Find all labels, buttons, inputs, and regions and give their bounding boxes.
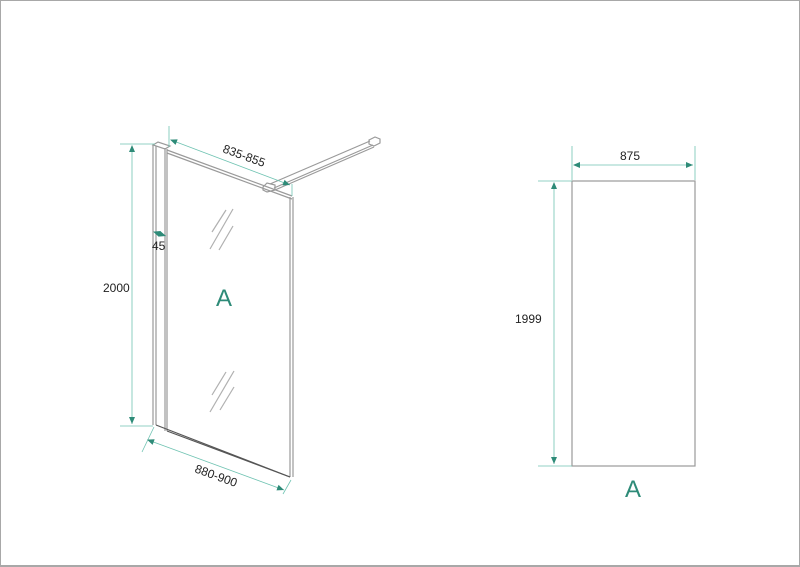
height-label: 2000	[103, 281, 130, 295]
profile-width-label: 45	[152, 239, 166, 253]
panel-label-isometric: A	[216, 285, 232, 312]
dimension-width: 875	[571, 146, 696, 180]
glass-panel	[155, 149, 294, 478]
wall-profile	[151, 141, 172, 431]
panel-width-label: 880-900	[193, 462, 239, 490]
stabilizer-arm	[262, 136, 381, 193]
arm-length-label: 835-855	[221, 142, 267, 170]
dimension-profile-width: 45	[152, 230, 167, 253]
isometric-view: 2000 835-855 45 880-900 A	[103, 126, 381, 495]
dimension-height-front: 1999	[515, 180, 572, 467]
dimension-height: 2000	[103, 143, 155, 427]
panel-outline	[571, 180, 696, 467]
front-view: 875 1999 A	[515, 146, 696, 503]
width-label: 875	[620, 149, 640, 163]
dimension-panel-width: 880-900	[141, 426, 292, 495]
height-front-label: 1999	[515, 312, 542, 326]
panel-label-front: A	[625, 476, 641, 503]
